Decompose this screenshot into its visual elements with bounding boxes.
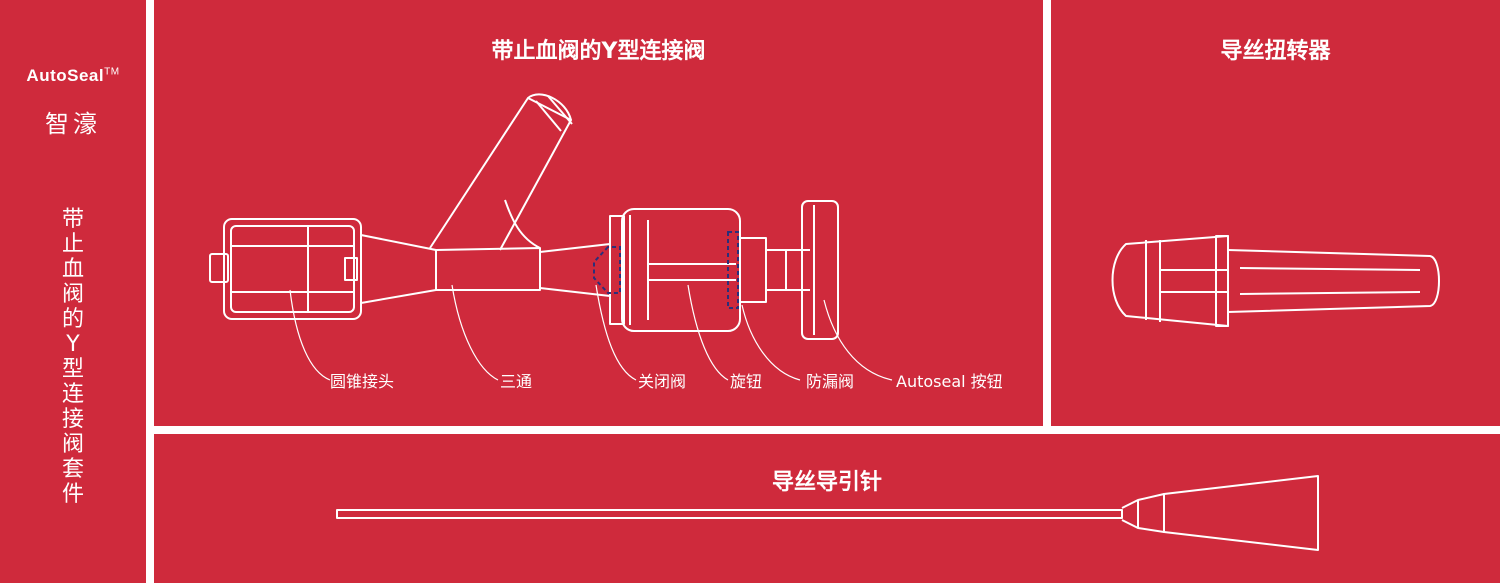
torquer-diagram xyxy=(1111,235,1440,327)
label-tee: 三通 xyxy=(500,372,532,391)
y-valve-panel: 带止血阀的Y型连接阀 xyxy=(154,0,1043,426)
y-valve-diagram: 圆锥接头 三通 关闭阀 旋钮 防漏阀 Autoseal 按钮 xyxy=(209,93,1003,391)
label-knob: 旋钮 xyxy=(730,372,762,391)
torquer-panel: 导丝扭转器 xyxy=(1051,0,1500,426)
needle-hub-shape xyxy=(1137,493,1165,533)
brand-chinese-name: 智濠 xyxy=(45,110,101,138)
conical-connector-shape xyxy=(223,218,362,320)
torquer-collet-shape xyxy=(1111,235,1229,327)
kit-title: 带止血阀的Y型连接阀套件 xyxy=(61,207,84,507)
trademark: TM xyxy=(104,66,120,78)
needle-diagram xyxy=(336,475,1319,551)
label-autoseal-button: Autoseal 按钮 xyxy=(896,372,1003,391)
label-antileak-valve: 防漏阀 xyxy=(806,372,854,391)
needle-shaft-shape xyxy=(336,509,1123,519)
label-closing-valve: 关闭阀 xyxy=(638,372,686,391)
autoseal-button-shape xyxy=(801,200,839,340)
y-valve-title: 带止血阀的Y型连接阀 xyxy=(491,39,706,64)
needle-panel: 导丝导引针 xyxy=(154,434,1500,583)
needle-title: 导丝导引针 xyxy=(771,470,882,495)
closing-valve-shape xyxy=(593,246,621,294)
label-conical-connector: 圆锥接头 xyxy=(330,372,394,391)
torquer-handle-shape xyxy=(1227,249,1440,313)
torquer-title: 导丝扭转器 xyxy=(1220,39,1331,64)
sidebar-panel: AutoSealTM 智濠 带止血阀的Y型连接阀套件 xyxy=(0,0,146,583)
antileak-valve-shape xyxy=(727,231,739,309)
brand-name: AutoSeal xyxy=(26,66,105,85)
knob-shape xyxy=(621,208,741,332)
tee-branch-shape xyxy=(429,97,572,251)
brand-logo: AutoSealTM xyxy=(0,66,146,86)
